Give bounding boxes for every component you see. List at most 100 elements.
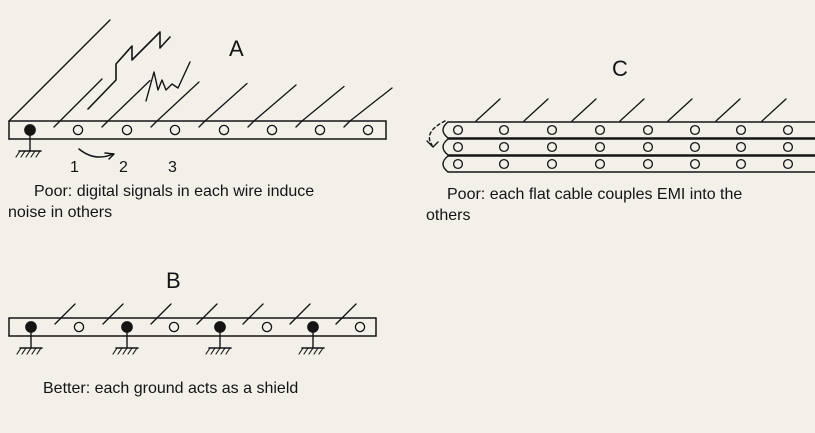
wire-c-conductor <box>782 158 794 170</box>
wire-b-conductor <box>73 321 85 333</box>
wire-c-conductor <box>689 141 701 153</box>
wire-c-conductor <box>452 124 464 136</box>
ground-b-hatch <box>36 347 42 355</box>
panel-c-label: C <box>612 56 628 81</box>
panel-b-label: B <box>166 268 181 293</box>
wire-c-conductor <box>642 141 654 153</box>
ground-b-hatch <box>112 347 118 355</box>
wire-b-conductor <box>261 321 273 333</box>
wire-c-conductor <box>594 141 606 153</box>
panel-a-caption-line1: Poor: digital signals in each wire induc… <box>34 183 315 200</box>
ground-b-hatch <box>313 347 319 355</box>
wire-c-conductor <box>735 141 747 153</box>
panel-c-caption-line2: others <box>426 207 471 224</box>
ground-b-hatch <box>26 347 32 355</box>
wire-c-conductor <box>546 158 558 170</box>
cable-b-boundary-tick <box>150 317 158 325</box>
ground-b-hatch <box>298 347 304 355</box>
wire-b-ground-conductor <box>25 321 37 333</box>
panel-b-caption: Better: each ground acts as a shield <box>43 380 299 397</box>
wire-c-conductor <box>782 124 794 136</box>
cable-b-receding-stub <box>295 303 311 319</box>
cable-b-boundary-tick <box>196 317 204 325</box>
wire-c-conductor <box>498 158 510 170</box>
coupling-arrowhead <box>104 152 115 160</box>
induced-noise-wave <box>145 61 191 102</box>
ground-b-hatch <box>31 347 37 355</box>
wire-b-ground-conductor <box>214 321 226 333</box>
cable-a-receding-line <box>107 79 151 122</box>
cable-c-receding-line <box>475 98 501 122</box>
cable-a-receding-line <box>301 85 345 122</box>
cable-c-receding-line <box>523 98 549 122</box>
ground-b-hatch <box>205 347 211 355</box>
ground-b-hatch <box>210 347 216 355</box>
cable-c-receding-line <box>619 98 645 122</box>
cable-b-boundary-tick <box>242 317 250 325</box>
ground-b-hatch <box>21 347 27 355</box>
cable-b-boundary-tick <box>54 317 62 325</box>
cable-a-boundary-tick <box>343 120 351 128</box>
wire-c-conductor <box>546 141 558 153</box>
wire-a-conductor <box>314 124 326 136</box>
ground-b-hatch <box>117 347 123 355</box>
cable-b-boundary-tick <box>289 317 297 325</box>
wire-b-ground-conductor <box>121 321 133 333</box>
cable-c-receding-line <box>715 98 741 122</box>
panel-a-caption-line2: noise in others <box>8 204 113 221</box>
wire-a-ground-conductor <box>24 124 36 136</box>
wire-c-conductor <box>498 124 510 136</box>
cable-a-receding-line <box>253 84 297 122</box>
wire-c-conductor <box>642 124 654 136</box>
ground-b-hatch <box>318 347 324 355</box>
ground-b-hatch <box>215 347 221 355</box>
cable-c-receding-line <box>571 98 597 122</box>
ground-b-hatch <box>16 347 22 355</box>
wire-c-conductor <box>689 158 701 170</box>
cable-b-receding-stub <box>341 303 357 319</box>
wire-b-conductor <box>354 321 366 333</box>
cable-a-receding-line <box>204 82 248 122</box>
wire-b-conductor <box>168 321 180 333</box>
cable-b-receding-stub <box>108 303 124 319</box>
cable-b-boundary-tick <box>335 317 343 325</box>
panel-a-label: A <box>229 36 244 61</box>
wire-c-conductor <box>594 158 606 170</box>
cable-c-rounded-end <box>442 138 449 156</box>
wire-c-conductor <box>498 141 510 153</box>
ground-a-hatch <box>25 150 31 158</box>
ground-b-hatch <box>127 347 133 355</box>
ground-b-hatch <box>132 347 138 355</box>
wire-c-conductor <box>782 141 794 153</box>
ground-b-hatch <box>308 347 314 355</box>
ground-b-hatch <box>303 347 309 355</box>
wire-number-1: 1 <box>70 159 79 176</box>
wire-c-conductor <box>546 124 558 136</box>
cable-b-receding-stub <box>248 303 264 319</box>
cable-c-coupling-arrowhead <box>426 140 439 148</box>
wire-b-ground-conductor <box>307 321 319 333</box>
ground-a-hatch <box>30 150 36 158</box>
wire-c-conductor <box>689 124 701 136</box>
coupling-arrow <box>78 148 114 158</box>
digital-signal-wave <box>87 31 171 110</box>
wire-a-conductor <box>362 124 374 136</box>
wire-c-conductor <box>452 141 464 153</box>
cable-b-receding-stub <box>202 303 218 319</box>
cable-a-receding-line <box>59 78 103 122</box>
ground-b-hatch <box>122 347 128 355</box>
wire-a-conductor <box>72 124 84 136</box>
cable-b-receding-stub <box>156 303 172 319</box>
cable-c-coupling-arrow <box>428 120 446 146</box>
cable-a-receding-line <box>156 81 200 122</box>
wire-c-conductor <box>452 158 464 170</box>
ground-a-hatch <box>15 150 21 158</box>
ground-a-hatch <box>35 150 41 158</box>
cable-a-boundary-tick <box>101 120 109 128</box>
wire-number-2: 2 <box>119 159 128 176</box>
cable-c-receding-line <box>667 98 693 122</box>
cable-a-perspective-edge <box>8 19 111 122</box>
wire-a-conductor <box>266 124 278 136</box>
wire-c-conductor <box>594 124 606 136</box>
